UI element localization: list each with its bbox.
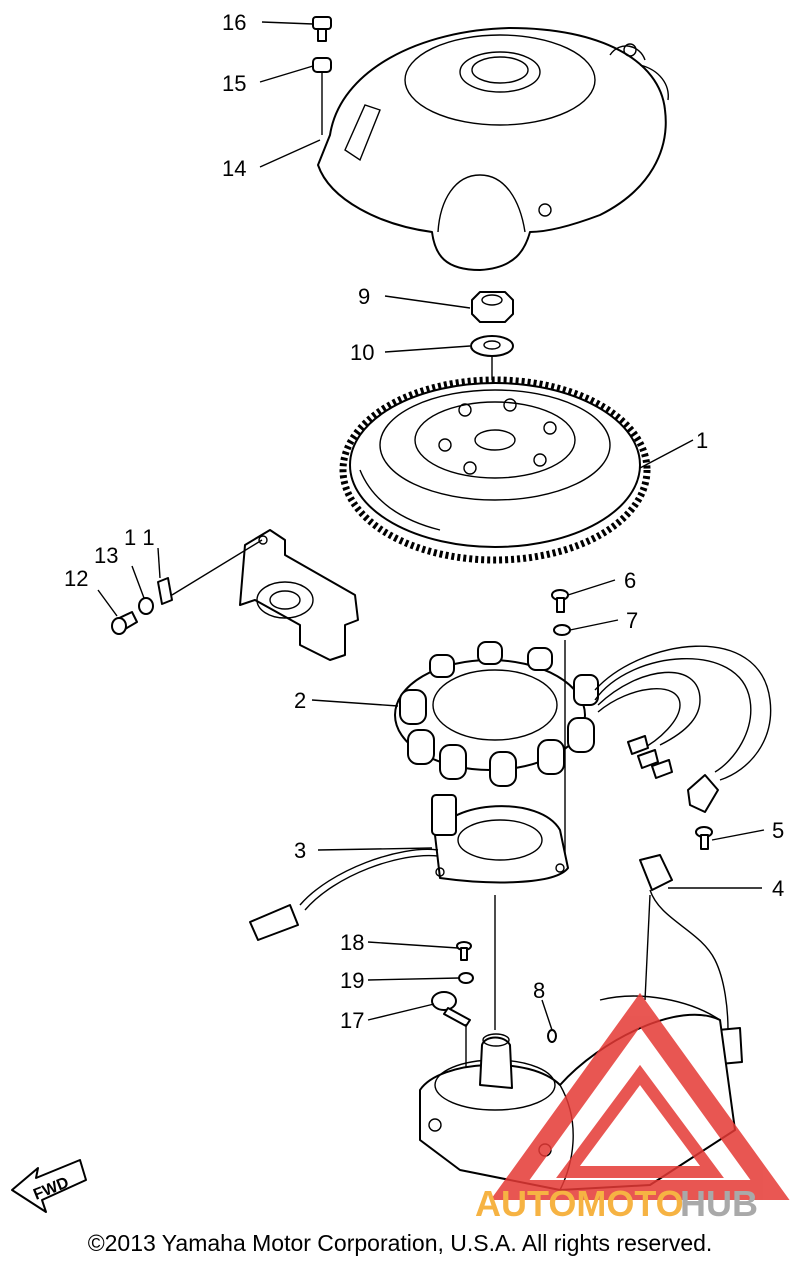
bolt-16 [312, 16, 332, 42]
flywheel [339, 376, 651, 564]
washer-13 [138, 597, 154, 615]
part-label-1: 1 [696, 428, 708, 453]
stator [394, 641, 772, 813]
part-label-4: 4 [772, 876, 784, 901]
part-label-12: 12 [64, 566, 88, 591]
part-label-9: 9 [358, 284, 370, 309]
copyright-notice: ©2013 Yamaha Motor Corporation, U.S.A. A… [87, 1230, 713, 1256]
part-label-6: 6 [624, 568, 636, 593]
watermark-part2: HUB [680, 1183, 758, 1224]
clamp-17 [431, 991, 471, 1027]
part-label-3: 3 [294, 838, 306, 863]
screw-5 [695, 826, 713, 850]
part-label-10: 10 [350, 340, 374, 365]
part-label-17: 17 [340, 1008, 364, 1033]
watermark-logo: AUTOMOTO HUB [475, 992, 790, 1224]
part-label-16: 16 [222, 10, 246, 35]
part-label-5: 5 [772, 818, 784, 843]
part-label-13: 13 [94, 543, 118, 568]
screw-6 [551, 589, 569, 613]
flywheel-cover [317, 27, 669, 271]
link-11 [157, 577, 173, 605]
pulser-coil-base [249, 794, 569, 941]
screw-18 [456, 941, 472, 961]
washer-10 [470, 335, 514, 357]
washer-19 [458, 972, 474, 984]
part-label-2: 2 [294, 688, 306, 713]
part-label-14: 14 [222, 156, 246, 181]
washer-7 [553, 624, 571, 636]
part-label-19: 19 [340, 968, 364, 993]
screw-12 [111, 611, 138, 635]
part-label-18: 18 [340, 930, 364, 955]
part-label-7: 7 [626, 608, 638, 633]
grommet-15 [312, 57, 332, 73]
part-label-15: 15 [222, 71, 246, 96]
fwd-arrow-icon: FWD [11, 1159, 87, 1213]
part-label-11: 1 1 [124, 525, 155, 550]
nut-9 [471, 291, 514, 323]
throttle-cam-bracket [239, 529, 359, 661]
watermark-part1: AUTOMOTO [475, 1183, 684, 1224]
part-label-8: 8 [533, 978, 545, 1003]
